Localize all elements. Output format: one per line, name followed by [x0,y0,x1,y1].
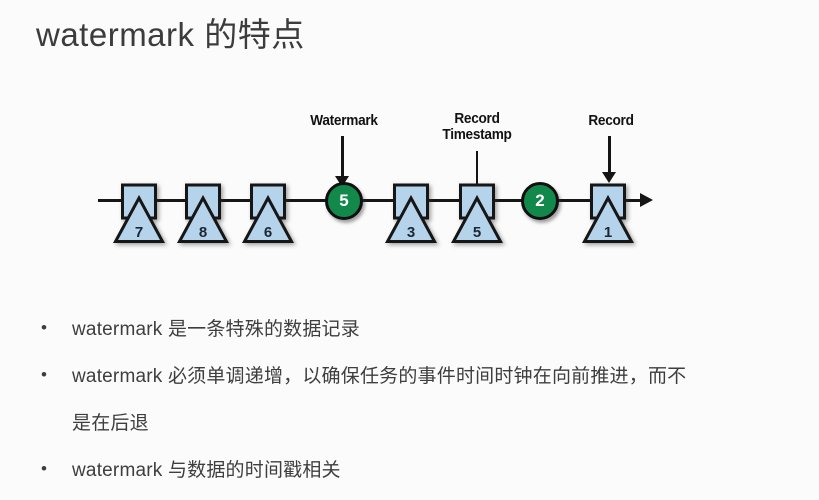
bullet-text: watermark 必须单调递增，以确保任务的事件时间时钟在向前推进，而不 [72,366,687,387]
list-item: • watermark 必须单调递增，以确保任务的事件时间时钟在向前推进，而不 [38,351,812,398]
record-shape-3: 3 [384,183,438,243]
bullet-list: • watermark 是一条特殊的数据记录 • watermark 必须单调递… [38,304,812,492]
bullet-text: 是在后退 [72,413,149,434]
bullet-dot: • [41,364,47,384]
record-timestamp-value: 6 [264,224,272,241]
bullet-text: watermark 与数据的时间戳相关 [72,460,341,481]
record-shape-1: 1 [581,183,635,243]
record-timestamp-label-line1: Record [454,111,500,127]
record-timestamp-label-line2: Timestamp [442,127,512,143]
record-arrowhead-icon [602,172,616,183]
record-timestamp-value: 7 [135,224,143,241]
record-timestamp-label: Record Timestamp [421,111,534,143]
bullet-text: watermark 是一条特殊的数据记录 [72,319,360,340]
record-shape-7: 7 [112,183,166,243]
record-timestamp-arrow [476,151,478,201]
record-timestamp-value: 8 [199,224,207,241]
list-item: • watermark 与数据的时间戳相关 [38,445,812,492]
list-item-continuation: 是在后退 [38,398,812,445]
watermark-arrowhead-icon [335,176,349,187]
record-label: Record [588,113,634,129]
watermark-arrow [341,136,344,177]
bullet-dot: • [41,317,47,337]
watermark-value: 5 [339,191,349,210]
watermark-shape-5: 5 [325,182,363,220]
record-arrow [608,136,611,173]
stream-timeline-line [98,199,642,202]
stream-direction-arrow-icon [640,193,653,207]
record-shape-5: 5 [450,183,504,243]
bullet-dot: • [41,458,47,478]
watermark-label: Watermark [310,113,378,129]
record-timestamp-value: 1 [604,224,612,241]
watermark-value: 2 [535,191,545,210]
record-timestamp-value: 5 [473,224,481,241]
record-shape-6: 6 [241,183,295,243]
record-timestamp-value: 3 [407,224,415,241]
watermark-shape-2: 2 [521,182,559,220]
list-item: • watermark 是一条特殊的数据记录 [38,304,812,351]
watermark-stream-diagram: Watermark Record Timestamp Record 7 8 [0,100,819,260]
record-shape-8: 8 [176,183,230,243]
page-title: watermark 的特点 [36,16,305,53]
